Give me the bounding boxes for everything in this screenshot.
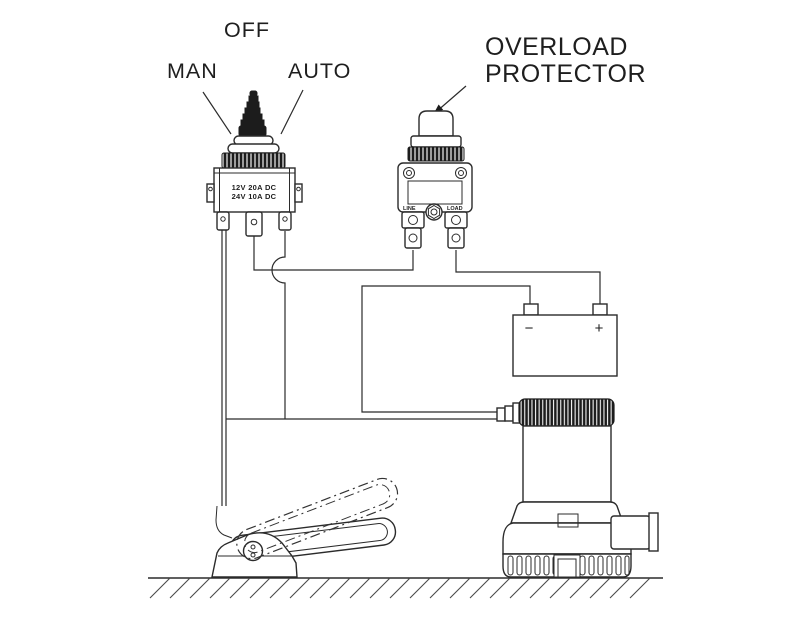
three-way-switch: 12V 20A DC 24V 10A DC — [206, 90, 303, 237]
label-off: OFF — [224, 18, 270, 42]
overload-protector: LINE LOAD — [397, 110, 473, 249]
switch-terminal-common — [245, 211, 263, 237]
switch-ear-right-hole — [296, 186, 301, 192]
pump-wire-connector — [496, 402, 521, 424]
protector-line-text: LINE — [403, 206, 416, 212]
switch-rating-line1: 12V 20A DC — [232, 183, 277, 192]
protector-screw-right — [455, 167, 467, 179]
protector-button — [418, 110, 454, 137]
bilge-pump — [496, 398, 659, 578]
label-overload-line1: OVERLOAD — [485, 33, 628, 61]
wire-auto-with-hop — [271, 231, 286, 419]
protector-screw-left — [403, 167, 415, 179]
pump-shoulder — [510, 501, 624, 524]
label-overload-line2: PROTECTOR — [485, 60, 646, 88]
battery-post-negative — [523, 303, 539, 316]
wire-battery-negative-to-pump — [361, 285, 531, 413]
pump-body — [522, 425, 612, 503]
ground — [148, 577, 663, 599]
protector-center-nut — [425, 203, 443, 221]
auto-leader-line — [280, 89, 304, 135]
wire-switch-to-protector — [253, 236, 414, 271]
switch-ear-left-hole — [208, 186, 213, 192]
switch-ear-left — [206, 183, 215, 203]
overload-arrow — [434, 85, 467, 113]
battery-positive-symbol: + — [595, 320, 604, 337]
protector-terminal-left — [401, 211, 425, 249]
float-switch — [211, 477, 399, 578]
switch-body — [213, 167, 296, 213]
float-wire-entry — [215, 505, 233, 539]
protector-button-flange — [410, 135, 462, 148]
protector-terminal-right — [444, 211, 468, 249]
man-leader-line — [202, 91, 232, 135]
toggle-boot — [238, 90, 267, 137]
switch-dome-base — [227, 143, 280, 154]
battery: − + — [512, 303, 618, 377]
wiring — [221, 230, 601, 506]
label-auto: AUTO — [288, 59, 351, 83]
protector-load-text: LOAD — [447, 206, 463, 212]
pump-outlet — [610, 512, 659, 552]
battery-negative-symbol: − — [525, 320, 534, 337]
float-pivot — [242, 540, 264, 562]
switch-rating-line2: 24V 10A DC — [232, 192, 277, 201]
ground-hatching — [149, 577, 651, 599]
toggle-tip — [249, 90, 258, 97]
battery-post-positive — [592, 303, 608, 316]
pump-front-plate — [557, 513, 579, 528]
wire-protector-to-battery-positive — [455, 250, 601, 304]
pump-strainer-center-inner — [557, 558, 577, 578]
float-body-raised-phantom — [236, 477, 399, 560]
switch-terminals — [216, 211, 292, 237]
label-man: MAN — [167, 59, 218, 83]
protector-knurled-ring — [407, 146, 465, 162]
pump-strainer — [502, 553, 632, 578]
switch-knurled-ring — [221, 152, 286, 169]
battery-case — [512, 314, 618, 377]
switch-body-detail-lines — [214, 168, 295, 212]
pump-cap — [518, 398, 615, 427]
switch-ear-right — [294, 183, 303, 203]
